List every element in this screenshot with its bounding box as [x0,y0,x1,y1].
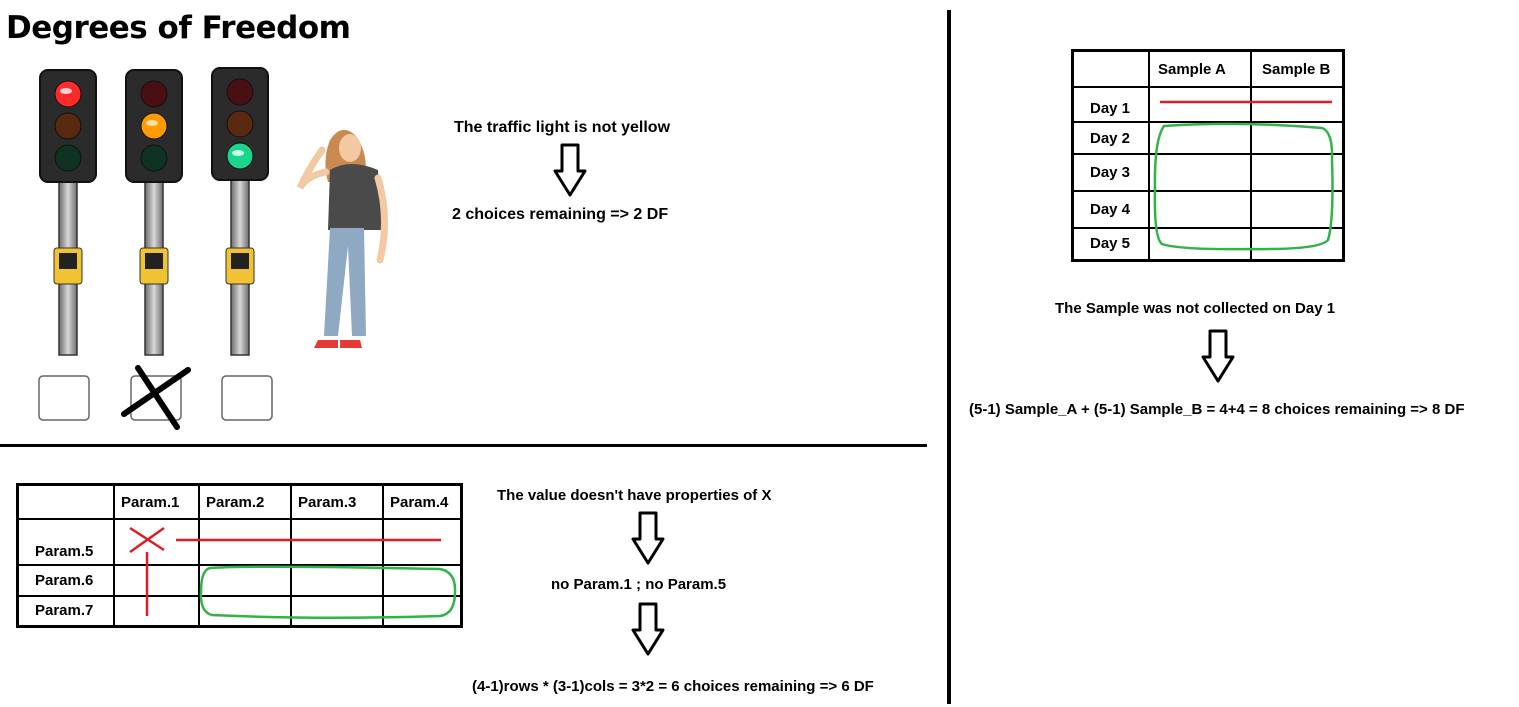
param-table-header: Param.1 [113,483,200,521]
param-statement: The value doesn't have properties of X [497,487,772,504]
traffic-light-illustration [38,67,388,430]
sample-table-corner [1071,49,1150,89]
sample-result: (5-1) Sample_A + (5-1) Sample_B = 4+4 = … [969,401,1465,418]
down-arrow-icon [631,602,665,656]
down-arrow-icon [553,143,587,197]
choice-box [38,375,90,421]
param-table: Param.1 Param.2 Param.3 Param.4 Param.5 … [16,483,463,628]
down-arrow-icon [1201,329,1235,383]
param-table-header: Param.4 [382,483,463,521]
sample-table-row-label: Day 1 [1071,86,1150,123]
traffic-light-green [211,67,269,356]
sample-table-header: Sample A [1148,49,1252,89]
sample-table-row-label: Day 3 [1071,153,1150,193]
choice-box [221,375,273,421]
param-result: (4-1)rows * (3-1)cols = 3*2 = 6 choices … [472,678,874,695]
param-table-row-label: Param.6 [16,563,115,597]
woman-on-phone-figure [296,129,388,348]
horizontal-divider [0,444,927,447]
traffic-statement: The traffic light is not yellow [454,119,671,136]
choice-box [130,375,182,421]
traffic-result: 2 choices remaining => 2 DF [452,206,669,223]
sample-table-row-label: Day 4 [1071,190,1150,229]
sample-table: Sample A Sample B Day 1 Day 2 Day 3 Day … [1071,49,1345,262]
vertical-divider [947,10,951,704]
cross-out-mark [121,365,191,430]
param-table-header: Param.2 [198,483,292,521]
param-table-header: Param.3 [290,483,384,521]
traffic-light-amber [125,69,183,356]
sample-table-row-label: Day 2 [1071,120,1150,156]
page-title: Degrees of Freedom [6,10,351,46]
param-table-row-label: Param.7 [16,594,115,628]
param-table-row-label: Param.5 [16,518,115,566]
param-exclusion: no Param.1 ; no Param.5 [551,576,727,593]
traffic-light-red [39,69,97,356]
down-arrow-icon [631,511,665,565]
sample-table-header: Sample B [1250,49,1345,89]
sample-table-row-label: Day 5 [1071,226,1150,262]
param-table-corner [16,483,115,521]
sample-statement: The Sample was not collected on Day 1 [1055,300,1336,317]
